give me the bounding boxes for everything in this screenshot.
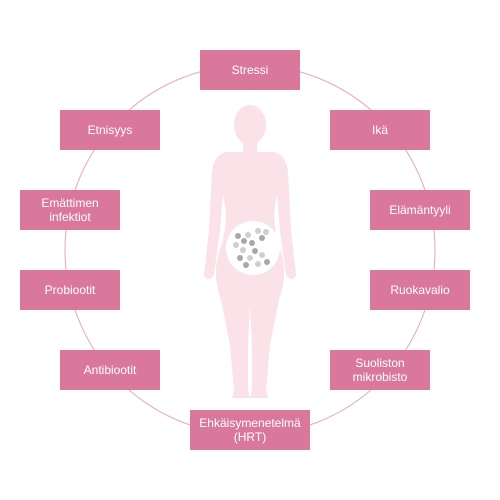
- factor-label-ika: Ikä: [371, 123, 388, 137]
- factor-label-elamantyyli: Elämäntyyli: [389, 203, 451, 217]
- factor-box-elamantyyli: Elämäntyyli: [370, 190, 470, 230]
- factor-label-etnisyys: Etnisyys: [87, 123, 133, 137]
- factor-box-etnisyys: Etnisyys: [60, 110, 160, 150]
- factor-label-ehkaisymenetelma-line1: Ehkäisymenetelmä: [199, 416, 301, 430]
- female-body-silhouette-icon: [204, 105, 296, 398]
- factor-box-probiootit: Probiootit: [20, 270, 120, 310]
- bacteria-cluster-icon: [233, 228, 270, 268]
- factor-label-probiootit: Probiootit: [44, 283, 96, 297]
- factor-label-emattimen-infektiot-line2: infektiot: [49, 210, 91, 224]
- factor-label-emattimen-infektiot-line1: Emättimen: [41, 196, 99, 210]
- factor-box-ika: Ikä: [330, 110, 430, 150]
- factor-label-ruokavalio: Ruokavalio: [390, 283, 450, 297]
- factor-box-stressi: Stressi: [200, 50, 300, 90]
- factor-box-suoliston-mikrobisto: Suoliston mikrobisto: [330, 350, 430, 390]
- microbiome-highlight: [226, 221, 280, 275]
- factor-label-suoliston-mikrobisto-line2: mikrobisto: [352, 370, 408, 384]
- factor-box-ehkaisymenetelma-hrt: Ehkäisymenetelmä (HRT): [190, 410, 310, 450]
- factor-label-suoliston-mikrobisto-line1: Suoliston: [355, 356, 405, 370]
- factor-box-ruokavalio: Ruokavalio: [370, 270, 470, 310]
- factor-label-antibiootit: Antibiootit: [83, 363, 137, 377]
- factor-box-emattimen-infektiot: Emättimen infektiot: [20, 190, 120, 230]
- factor-label-ehkaisymenetelma-line2: (HRT): [233, 430, 267, 444]
- factor-label-stressi: Stressi: [231, 63, 269, 77]
- factor-box-antibiootit: Antibiootit: [60, 350, 160, 390]
